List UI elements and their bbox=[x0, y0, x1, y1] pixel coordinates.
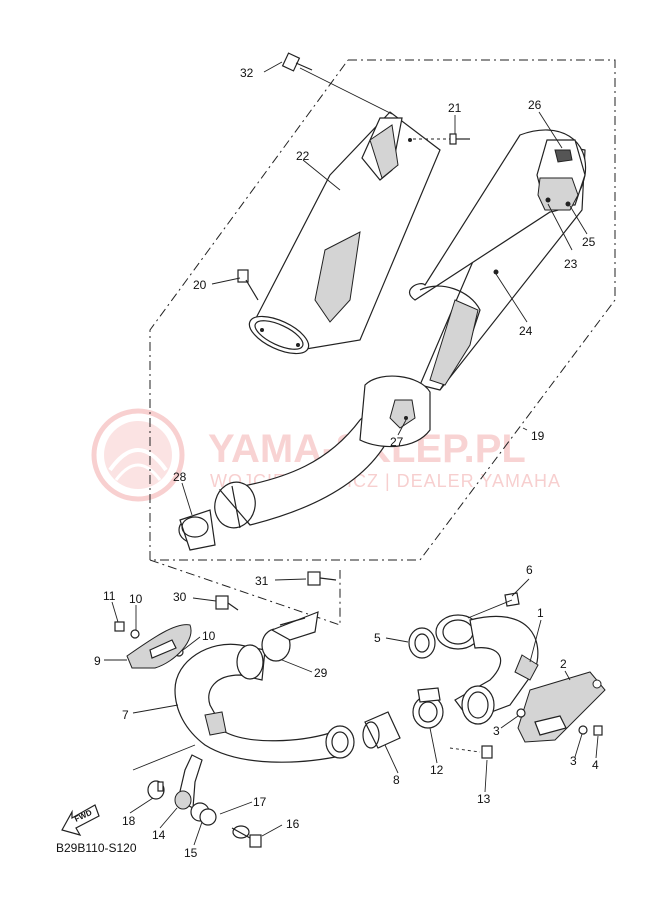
callout-4: 4 bbox=[592, 758, 599, 772]
callout-8: 8 bbox=[393, 773, 400, 787]
callout-26: 26 bbox=[528, 98, 542, 112]
bolt-30 bbox=[215, 595, 239, 611]
bolt-11 bbox=[114, 621, 125, 632]
callout-5: 5 bbox=[374, 631, 381, 645]
watermark-logo bbox=[91, 408, 185, 502]
bolt-18 bbox=[147, 780, 165, 800]
callout-30: 30 bbox=[173, 590, 187, 604]
callout-20: 20 bbox=[193, 278, 207, 292]
callout-7: 7 bbox=[122, 708, 129, 722]
callout-9: 9 bbox=[94, 654, 101, 668]
callout-24: 24 bbox=[519, 324, 533, 338]
gasket-8 bbox=[362, 711, 401, 749]
callout-18: 18 bbox=[122, 814, 136, 828]
callout-25: 25 bbox=[582, 235, 596, 249]
protector-2 bbox=[517, 671, 606, 743]
exhaust-pipe-1 bbox=[435, 592, 539, 725]
muffler-inlet-pipe bbox=[178, 375, 431, 551]
callout-22: 22 bbox=[296, 149, 310, 163]
bolt-13 bbox=[449, 745, 493, 759]
callout-14: 14 bbox=[152, 828, 166, 842]
bolt-20 bbox=[237, 269, 259, 301]
heat-protector bbox=[248, 111, 441, 355]
callout-11: 11 bbox=[103, 589, 116, 603]
gasket-5 bbox=[408, 627, 436, 659]
callout-29: 29 bbox=[314, 666, 328, 680]
callout-19: 19 bbox=[531, 429, 545, 443]
bracket-12 bbox=[412, 687, 444, 729]
callout-27: 27 bbox=[390, 435, 404, 449]
muffler-body bbox=[408, 129, 587, 391]
bolt-31 bbox=[307, 571, 337, 586]
bolt-4 bbox=[593, 725, 603, 736]
callout-17: 17 bbox=[253, 795, 267, 809]
callout-28: 28 bbox=[173, 470, 187, 484]
bolt-16 bbox=[231, 827, 262, 848]
muffler-assembly-outline bbox=[149, 59, 616, 626]
callout-labels: 32 21 26 22 25 23 20 24 19 27 28 31 6 11… bbox=[94, 66, 599, 860]
callout-1: 1 bbox=[537, 606, 544, 620]
leader-lines bbox=[104, 61, 599, 846]
bolt-32 bbox=[281, 52, 393, 115]
bracket-14 bbox=[174, 754, 203, 810]
clamp-29 bbox=[261, 611, 319, 662]
callout-15: 15 bbox=[184, 846, 198, 860]
callout-2: 2 bbox=[560, 657, 567, 671]
callout-3a: 3 bbox=[493, 724, 500, 738]
damper-3 bbox=[516, 708, 588, 735]
fwd-arrow-icon: FWD bbox=[61, 804, 100, 836]
callout-31: 31 bbox=[255, 574, 269, 588]
protector-9 bbox=[126, 624, 192, 669]
diagram-code: B29B110-S120 bbox=[56, 841, 137, 855]
callout-32: 32 bbox=[240, 66, 254, 80]
callout-10a: 10 bbox=[129, 592, 143, 606]
callout-6: 6 bbox=[526, 563, 533, 577]
collar-15 bbox=[190, 802, 217, 826]
callout-10b: 10 bbox=[202, 629, 216, 643]
callout-12: 12 bbox=[430, 763, 444, 777]
callout-3b: 3 bbox=[570, 754, 577, 768]
callout-23: 23 bbox=[564, 257, 578, 271]
callout-21: 21 bbox=[448, 101, 462, 115]
exhaust-pipe-7 bbox=[174, 643, 355, 763]
callout-13: 13 bbox=[477, 792, 491, 806]
screw-21 bbox=[413, 133, 470, 145]
callout-16: 16 bbox=[286, 817, 300, 831]
